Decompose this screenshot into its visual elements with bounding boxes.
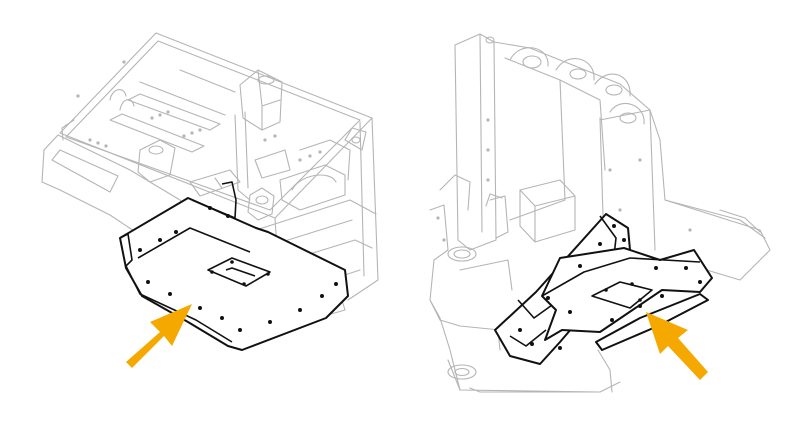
- left-frame-bolt-holes: [76, 60, 322, 162]
- left-frame-outline: [41, 32, 379, 321]
- side-guard-plates: [494, 213, 713, 365]
- right-frame-view: [429, 33, 771, 393]
- left-frame-view: [41, 32, 379, 368]
- right-arrow-icon: [646, 312, 708, 380]
- right-frame-outline: [429, 33, 771, 393]
- left-arrow-icon: [126, 304, 192, 368]
